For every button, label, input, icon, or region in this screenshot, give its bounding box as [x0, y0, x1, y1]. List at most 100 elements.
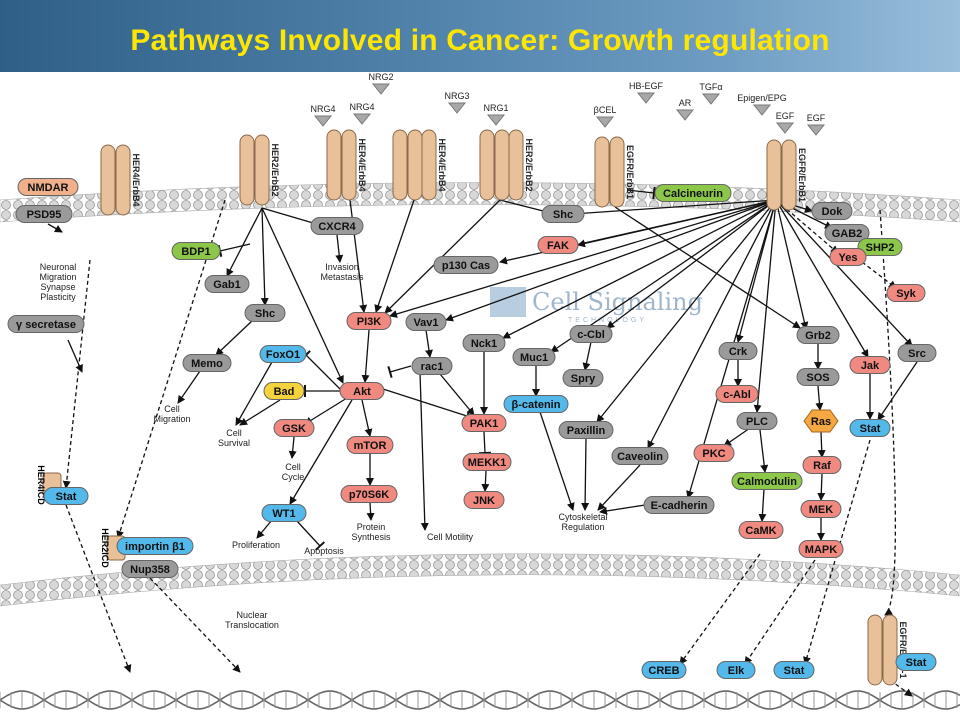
- node-crk: Crk: [718, 342, 758, 360]
- edge: [47, 223, 63, 233]
- node-label: Shc: [255, 308, 275, 320]
- node-dok: Dok: [811, 202, 853, 220]
- node-label: c-Cbl: [577, 329, 605, 341]
- edge: [387, 365, 412, 379]
- node-src: Src: [897, 344, 937, 362]
- receptor-subunit: [766, 139, 782, 211]
- node-label: Grb2: [805, 330, 831, 342]
- node-mekk1: MEKK1: [462, 453, 512, 471]
- node-label: PKC: [702, 448, 725, 460]
- node-label: Stat: [906, 657, 927, 669]
- node-label: FAK: [547, 240, 569, 252]
- edge: [389, 199, 777, 318]
- edge: [67, 339, 83, 373]
- edge: [775, 199, 869, 358]
- edge: [361, 399, 373, 437]
- node-label: Stat: [56, 491, 77, 503]
- node-label: Paxillin: [567, 425, 606, 437]
- node-label: Raf: [813, 460, 831, 472]
- edge: [366, 502, 375, 521]
- ligand-hbegf: HB-EGF: [629, 81, 663, 104]
- node-label: Nck1: [471, 338, 497, 350]
- ligand-label: NRG2: [368, 72, 393, 82]
- node-shape: [462, 453, 512, 471]
- node-label: Crk: [729, 346, 748, 358]
- edges: [47, 186, 918, 697]
- node-label: CXCR4: [318, 221, 356, 233]
- node-vav1: Vav1: [405, 313, 447, 331]
- node-shape: [857, 238, 903, 256]
- receptor-subunit: [239, 134, 255, 206]
- node-label: γ secretase: [16, 319, 76, 331]
- receptor-label: EGFR/ErbB1: [625, 145, 635, 199]
- receptor-label: EGFR/ErbB1: [797, 148, 807, 202]
- node-label: Muc1: [520, 352, 548, 364]
- node-syk: Syk: [886, 284, 926, 302]
- node-label: c-Abl: [723, 389, 751, 401]
- edge: [572, 199, 777, 218]
- ligand-label: AR: [679, 98, 692, 108]
- node-foxo1: FoxO1: [259, 345, 307, 363]
- receptor-subunit: [609, 136, 625, 208]
- receptor-her2-a: HER2/ErbB2: [239, 134, 280, 206]
- node-mapk: MAPK: [798, 540, 844, 558]
- node-shape: [643, 496, 715, 514]
- edge: [679, 553, 761, 665]
- receptor-subunit: [341, 129, 357, 201]
- node-label: Stat: [860, 423, 881, 435]
- node-label: Calmodulin: [737, 476, 797, 488]
- node-label: p130 Cas: [442, 260, 490, 272]
- node-label: Jak: [861, 360, 880, 372]
- edge: [596, 199, 777, 423]
- node-label: CREB: [648, 665, 679, 677]
- edge: [349, 199, 368, 313]
- node-sos: SOS: [796, 368, 840, 386]
- node-nck1: Nck1: [462, 334, 506, 352]
- edge: [597, 464, 641, 511]
- node-pak1: PAK1: [461, 414, 507, 432]
- edge: [803, 439, 871, 665]
- node-gsk: GSK: [273, 419, 315, 437]
- node-shape: [541, 205, 585, 223]
- edge: [581, 437, 590, 511]
- ligand-shape: [371, 83, 391, 95]
- receptor-subunit: [479, 129, 495, 201]
- edge: [288, 436, 297, 459]
- node-shape: [261, 504, 307, 522]
- node-shape: [340, 485, 398, 503]
- node-shape: [171, 242, 221, 260]
- node-shape: [641, 661, 687, 679]
- node-shape: [273, 419, 315, 437]
- receptor-her4-b: HER4/ErbB4: [326, 129, 367, 201]
- node-spry: Spry: [562, 369, 604, 387]
- node-shape: [121, 560, 179, 578]
- node-shape: [716, 661, 756, 679]
- node-stat-n: Stat: [773, 661, 815, 679]
- node-label: PSD95: [27, 209, 62, 221]
- node-caveolin: Caveolin: [611, 447, 669, 465]
- node-label: SHP2: [866, 242, 895, 254]
- receptor-label: HER4/ErbB4: [437, 138, 447, 191]
- receptor-egfr1: EGFR/ErbB1: [594, 136, 635, 208]
- node-camk: CaMK: [738, 521, 784, 539]
- ligand-shape: [486, 114, 506, 126]
- edge: [817, 473, 826, 501]
- receptor-label: HER2/ErbB2: [524, 138, 534, 191]
- node-shape: [512, 348, 556, 366]
- node-label: Stat: [784, 665, 805, 677]
- node-cabl: c-Abl: [715, 385, 759, 403]
- node-shape: [562, 369, 604, 387]
- ligand-nrg4b: NRG4: [349, 102, 375, 125]
- page-title: Pathways Involved in Cancer: Growth regu…: [130, 24, 830, 57]
- note-prolif: Proliferation: [232, 540, 280, 550]
- node-shape: [803, 409, 839, 433]
- node-shape: [718, 342, 758, 360]
- node-label: β-catenin: [512, 399, 561, 411]
- receptor-subunit: [100, 144, 116, 216]
- node-mek: MEK: [800, 500, 842, 518]
